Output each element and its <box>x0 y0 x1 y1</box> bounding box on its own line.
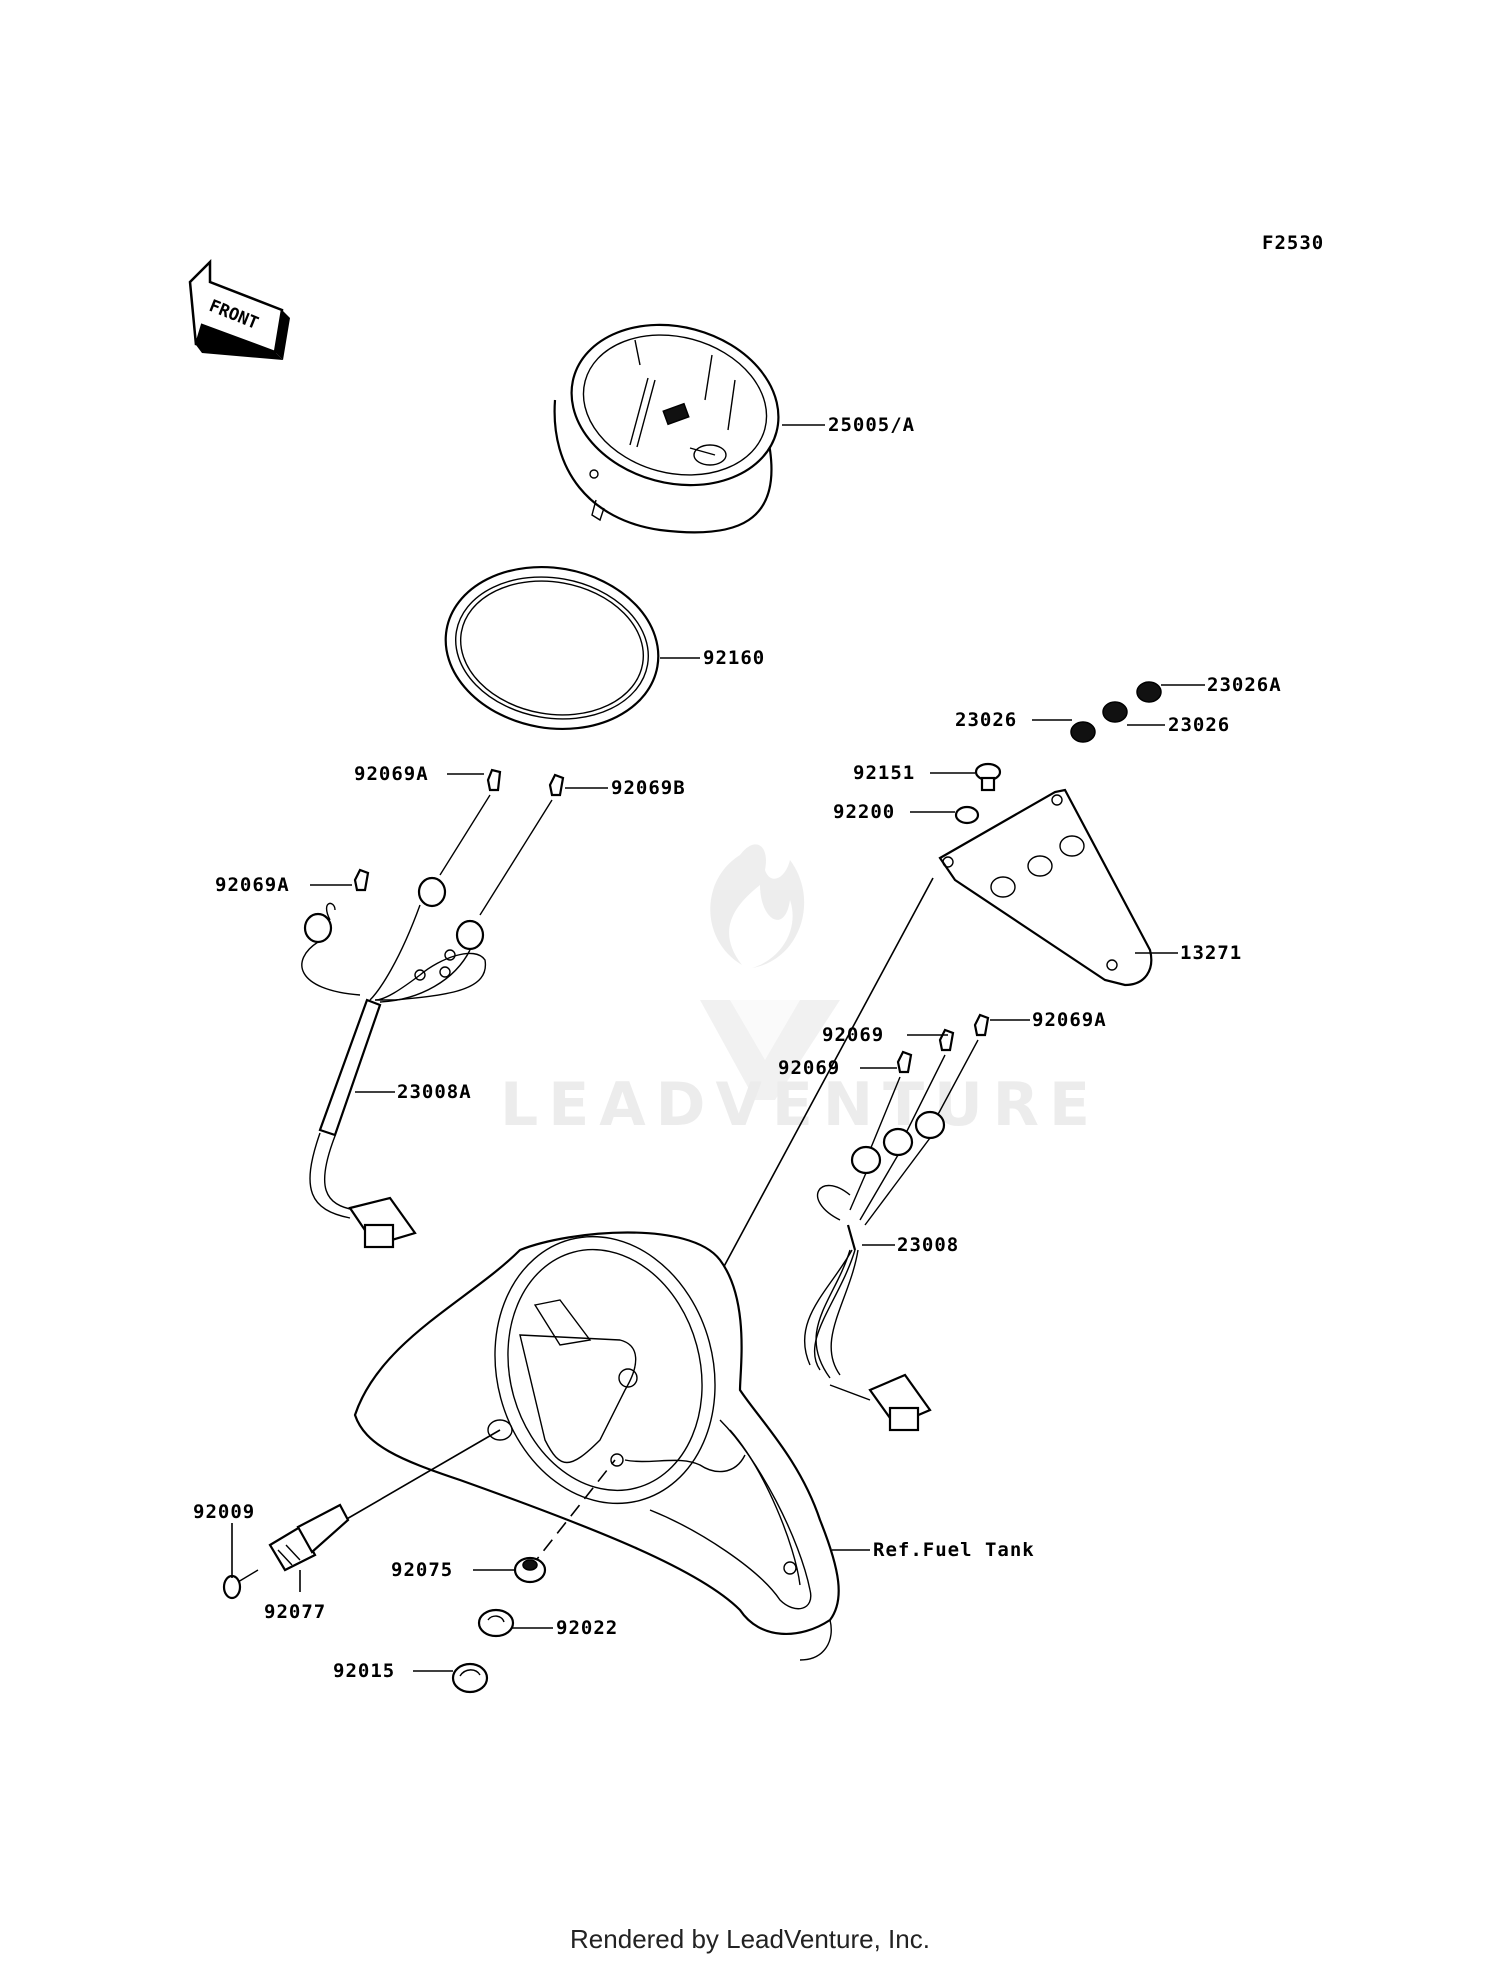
label-92075: 92075 <box>391 1559 453 1581</box>
harness-23008-part <box>804 1013 990 1432</box>
gasket-ring-part <box>444 565 660 731</box>
label-92069a-left: 92069A <box>215 874 290 896</box>
watermark-logo <box>700 844 840 1100</box>
bracket-13271-part <box>938 788 1153 987</box>
label-92069a-top: 92069A <box>354 763 429 785</box>
label-92069b: 92069B <box>611 777 686 799</box>
label-92069-upper: 92069 <box>822 1024 884 1046</box>
harness-23008a-part <box>301 768 565 1249</box>
front-arrow-icon: FRONT <box>188 258 290 360</box>
knob-shaft-line <box>344 1429 501 1521</box>
speedometer-part <box>553 323 780 534</box>
fuel-tank-panel-part <box>353 1231 840 1661</box>
label-92151: 92151 <box>853 762 915 784</box>
label-23026a: 23026A <box>1207 674 1282 696</box>
screw-92151-part <box>974 762 1002 792</box>
label-23026-right: 23026 <box>1168 714 1230 736</box>
label-23026-left: 23026 <box>955 709 1017 731</box>
screw-92009-part <box>222 1569 259 1600</box>
grommet-92022-part <box>477 1608 515 1638</box>
label-92022: 92022 <box>556 1617 618 1639</box>
knob-92077-part <box>268 1503 350 1572</box>
label-23008a: 23008A <box>397 1081 472 1103</box>
watermark-text: LEADVENTURE <box>500 1070 1100 1140</box>
figure-code: F2530 <box>1262 232 1324 254</box>
label-92009: 92009 <box>193 1501 255 1523</box>
grommet-92015-part <box>451 1662 489 1694</box>
label-92077: 92077 <box>264 1601 326 1623</box>
cap-23026a-part <box>1136 681 1162 703</box>
label-92160: 92160 <box>703 647 765 669</box>
grommet-92075-part <box>513 1556 547 1584</box>
cap-23026-right-part <box>1102 701 1128 723</box>
label-92069-lower: 92069 <box>778 1057 840 1079</box>
label-23008: 23008 <box>897 1234 959 1256</box>
washer-92200-part <box>954 805 980 825</box>
footer-credit: Rendered by LeadVenture, Inc. <box>570 1924 930 1954</box>
label-92015: 92015 <box>333 1660 395 1682</box>
cap-23026-left-part <box>1070 721 1096 743</box>
label-13271: 13271 <box>1180 942 1242 964</box>
label-25005a: 25005/A <box>828 414 915 436</box>
label-92069a-right: 92069A <box>1032 1009 1107 1031</box>
label-ref-fuel-tank: Ref.Fuel Tank <box>873 1539 1035 1561</box>
grommet-dashed-line <box>529 1459 616 1569</box>
label-92200: 92200 <box>833 801 895 823</box>
